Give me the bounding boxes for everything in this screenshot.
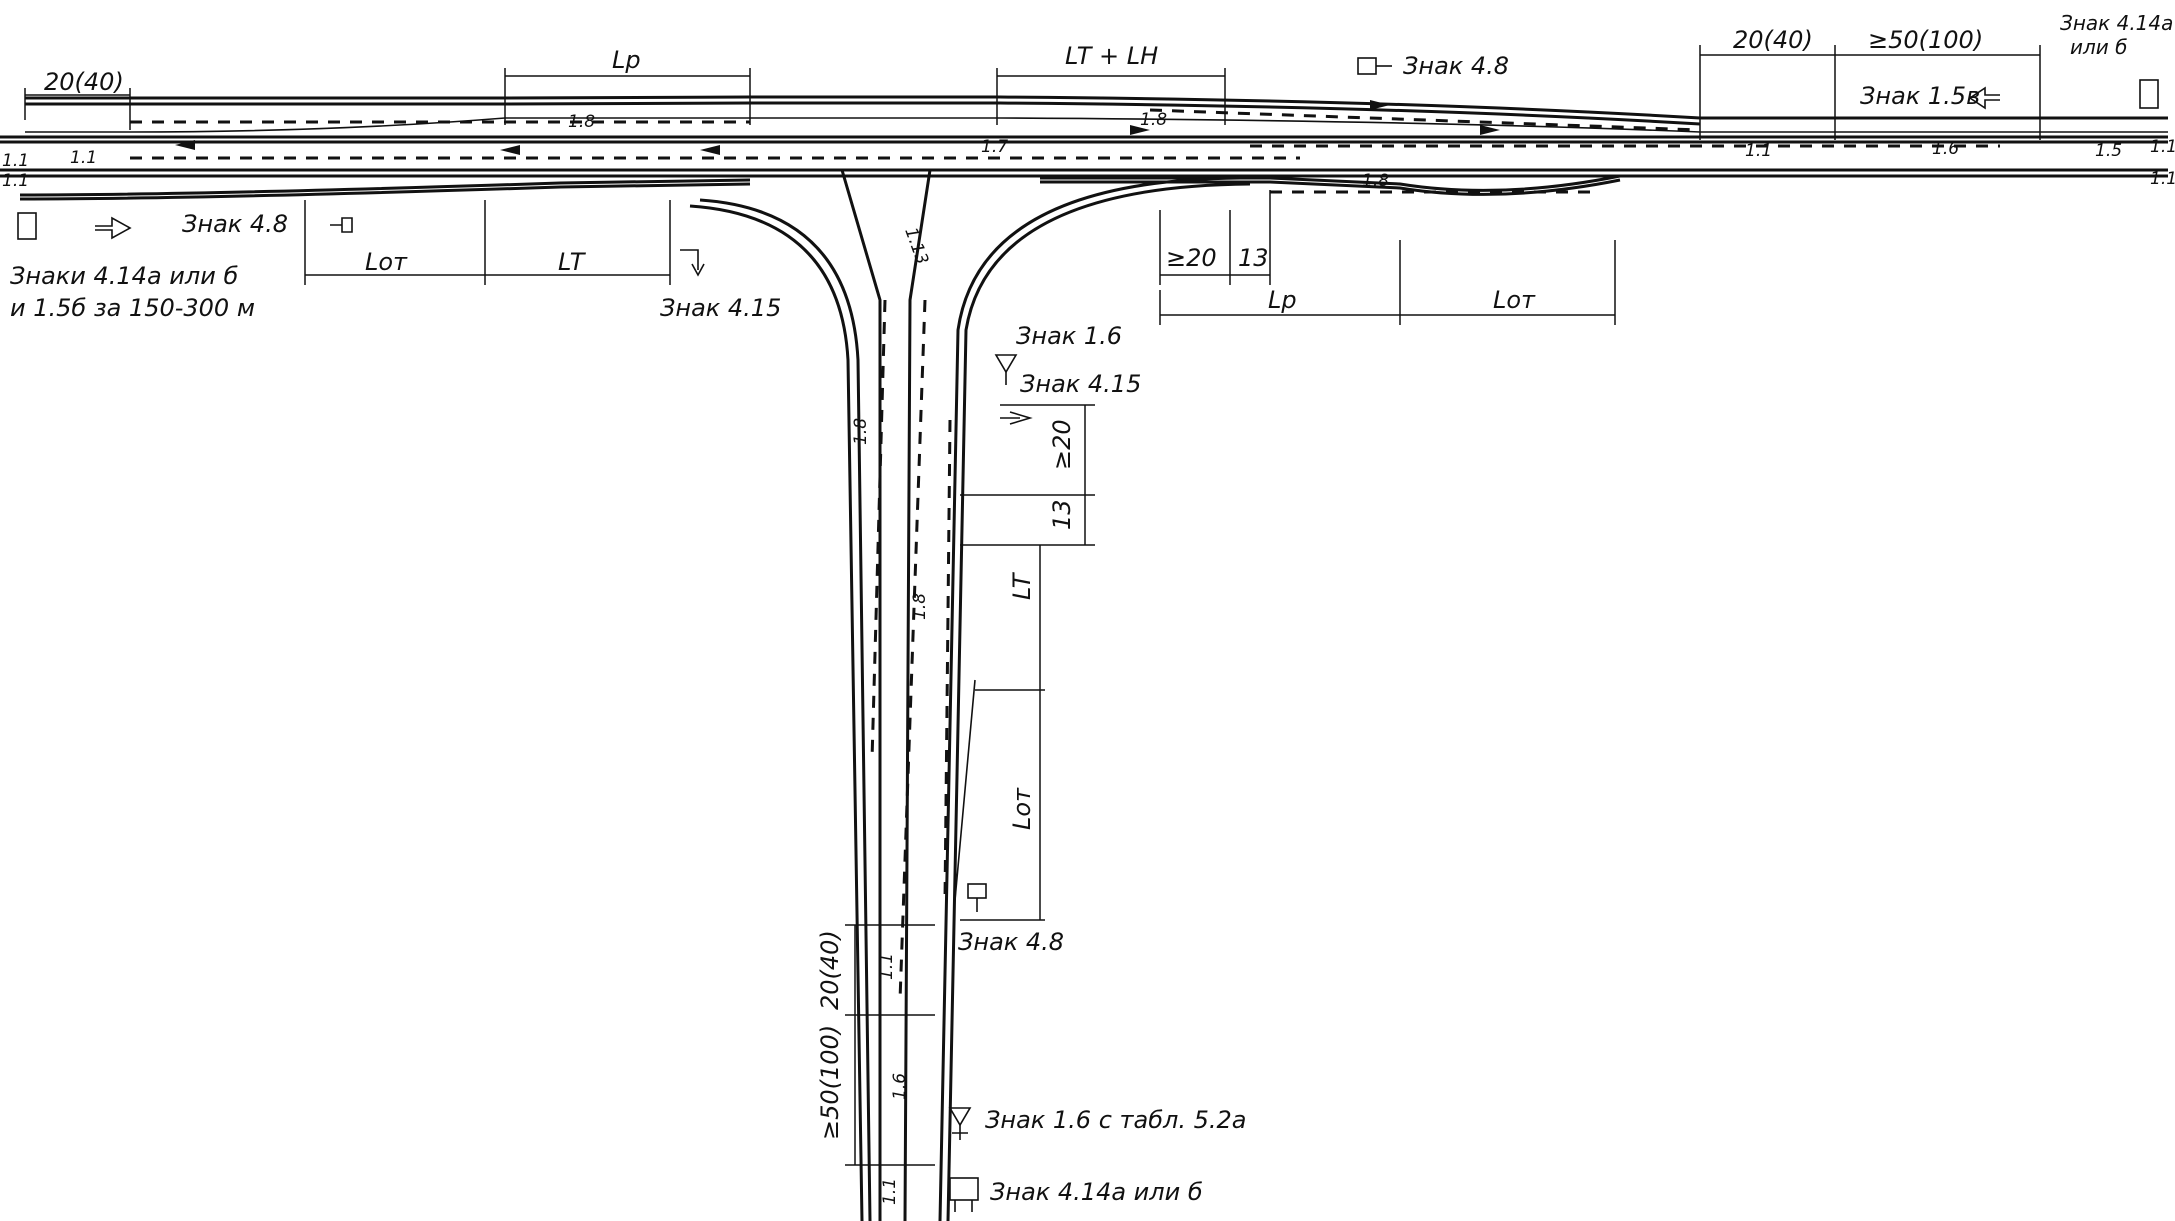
dim-lp-top: Lp (612, 46, 641, 74)
dim-top-left: 20(40) (44, 68, 124, 96)
vdim-20-40: 20(40) (816, 930, 844, 1010)
dimension-lines (24, 45, 2041, 1166)
dim-lt-ln: LT + LH (1065, 42, 1158, 70)
marking-1-1: 1.1 (2150, 169, 2175, 189)
dim-top-right-2: ≥50(100) (1868, 26, 1983, 54)
marking-1-5: 1.5 (2095, 141, 2122, 161)
marking-1-1: 1.1 (1745, 141, 1772, 161)
marking-1-1: 1.1 (2, 171, 29, 191)
label-sign-4-14-right-2: или б (2070, 35, 2127, 59)
lane-arrows (175, 100, 1500, 155)
marking-1-1: 1.1 (70, 148, 97, 168)
marking-1-1: 1.1 (877, 953, 897, 980)
label-sign-4-8-top: Знак 4.8 (1403, 52, 1509, 80)
marking-1-8: 1.8 (851, 418, 871, 445)
marking-1-8: 1.8 (1362, 171, 1389, 191)
marking-1-1: 1.1 (880, 1178, 900, 1205)
diagram-labels: 20(40) Lp LT + LH Знак 4.8 20(40) ≥50(10… (10, 11, 2173, 1206)
label-sign-1-5v: Знак 1.5в (1860, 82, 1980, 110)
marking-1-8: 1.8 (910, 593, 930, 620)
junction-curves (689, 169, 1251, 1221)
dim-13: 13 (1238, 244, 1269, 272)
label-sign-1-6-tabl: Знак 1.6 с табл. 5.2а (985, 1106, 1247, 1134)
dim-l-ot-right: Lот (1493, 286, 1536, 314)
marking-1-7: 1.7 (981, 137, 1008, 157)
turn-arrow-icon (680, 249, 1033, 425)
vdim-lt: LT (1008, 571, 1036, 600)
marking-1-6: 1.6 (890, 1073, 910, 1100)
triangle-sign-icon (948, 354, 1018, 1140)
dim-ge20: ≥20 (1166, 244, 1217, 272)
sign-post-icon (17, 57, 2159, 1212)
vdim-lot: Lот (1008, 787, 1036, 830)
marking-1-13: 1.13 (900, 225, 932, 267)
dim-top-right-1: 20(40) (1733, 26, 1813, 54)
marking-1-6: 1.6 (1932, 139, 1959, 159)
label-signs-left-1: Знаки 4.14а или б (10, 262, 238, 290)
label-sign-4-14-bottom: Знак 4.14а или б (990, 1178, 1203, 1206)
label-sign-1-6: Знак 1.6 (1016, 322, 1122, 350)
arrow-sign-icon (95, 86, 2000, 240)
marking-1-1: 1.1 (2, 151, 29, 171)
label-sign-4-15-right: Знак 4.15 (1020, 370, 1141, 398)
vdim-13: 13 (1048, 499, 1076, 530)
label-sign-4-15-left: Знак 4.15 (660, 294, 781, 322)
marking-1-1: 1.1 (2150, 137, 2175, 157)
label-sign-4-8-left: Знак 4.8 (182, 210, 288, 238)
vdim-50-100: ≥50(100) (816, 1025, 844, 1140)
label-sign-4-8-bottom: Знак 4.8 (958, 928, 1064, 956)
dim-lp-right: Lp (1268, 286, 1297, 314)
marking-1-8: 1.8 (568, 112, 595, 132)
main-road (0, 95, 2168, 201)
label-sign-4-14-right-1: Знак 4.14а (2060, 11, 2173, 35)
dim-l-t-left: LT (558, 248, 587, 276)
label-signs-left-2: и 1.5б за 150-300 м (10, 294, 255, 322)
marking-1-8: 1.8 (1140, 110, 1167, 130)
marking-codes: 1.1 1.1 1.1 1.1 1.1 1.1 1.1 1.1 1.8 1.8 … (2, 110, 2175, 1205)
vdim-ge20: ≥20 (1048, 419, 1076, 470)
dim-l-ot-left: Lот (365, 248, 408, 276)
